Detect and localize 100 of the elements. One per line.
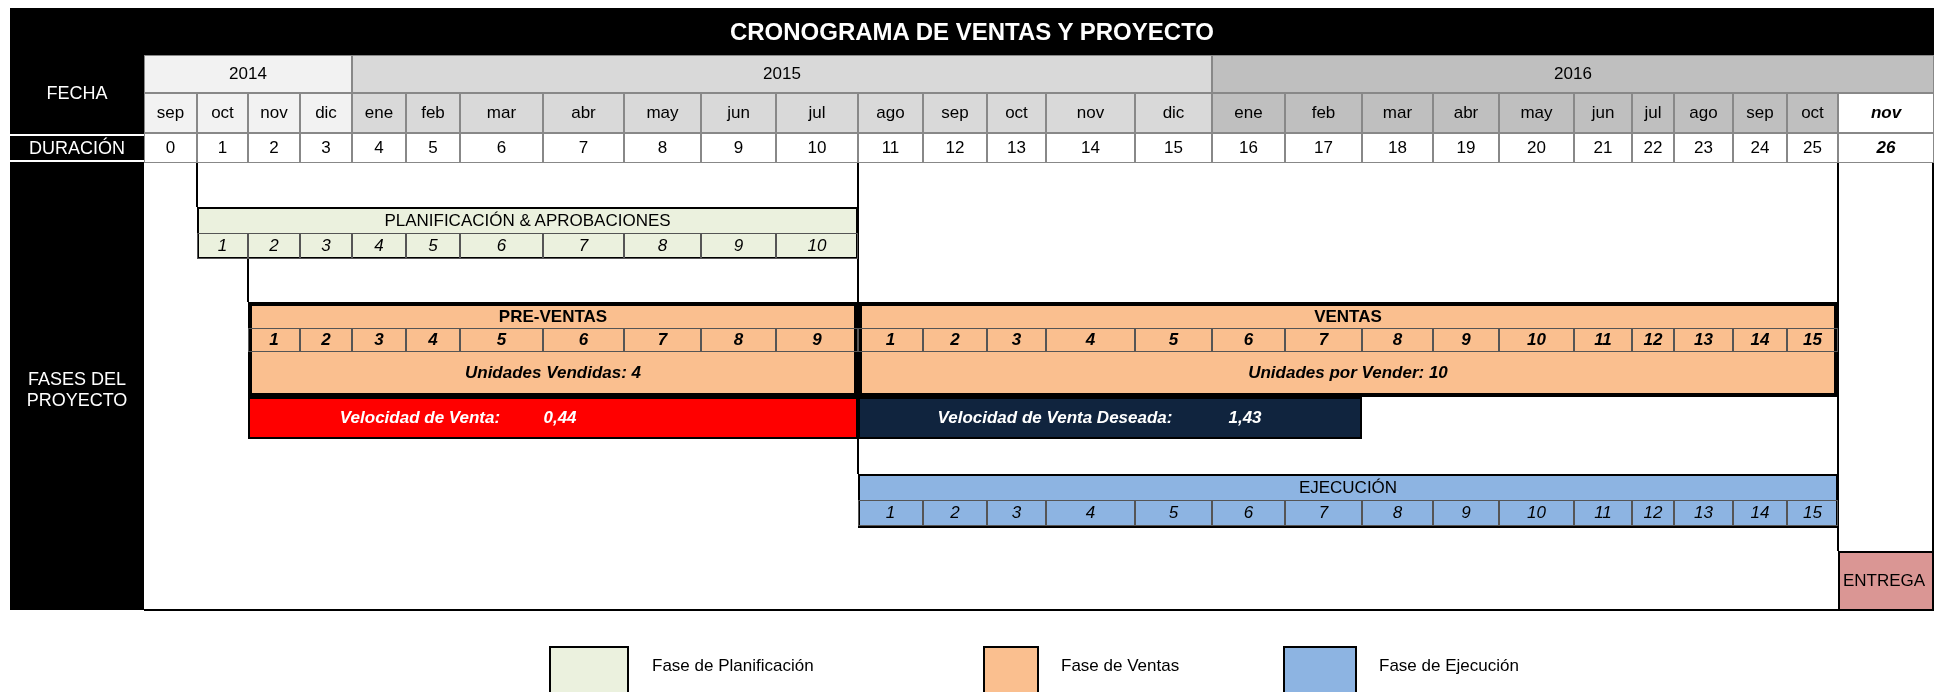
duration-number: 13 (987, 133, 1046, 163)
period-number: 2 (923, 328, 987, 352)
delivery-box (1838, 551, 1934, 611)
duration-number: 18 (1362, 133, 1433, 163)
month-label: mar (460, 93, 543, 133)
speed-value: 0,44 (542, 407, 578, 429)
period-number: 13 (1674, 328, 1733, 352)
year-header: 2015 (352, 55, 1212, 93)
period-number: 9 (776, 328, 858, 352)
period-number: 3 (300, 233, 352, 259)
period-number: 9 (1433, 328, 1499, 352)
period-number: 7 (1285, 500, 1362, 526)
duration-number: 1 (197, 133, 248, 163)
month-label: abr (1433, 93, 1499, 133)
period-number: 13 (1674, 500, 1733, 526)
month-label: jun (701, 93, 776, 133)
period-number: 7 (543, 233, 624, 259)
period-number: 3 (352, 328, 406, 352)
period-number: 8 (701, 328, 776, 352)
duration-number: 15 (1135, 133, 1212, 163)
duration-number: 21 (1574, 133, 1632, 163)
month-label: ago (858, 93, 923, 133)
period-number: 11 (1574, 500, 1632, 526)
phase-bar (858, 474, 1838, 528)
duration-number: 26 (1838, 133, 1934, 163)
month-label: ago (1674, 93, 1733, 133)
period-number: 1 (858, 500, 923, 526)
month-label: ene (1212, 93, 1285, 133)
month-label: oct (197, 93, 248, 133)
chart-title: CRONOGRAMA DE VENTAS Y PROYECTO (728, 17, 1216, 47)
month-label: mar (1362, 93, 1433, 133)
month-label: ene (352, 93, 406, 133)
period-number: 3 (987, 500, 1046, 526)
period-number: 4 (406, 328, 460, 352)
duration-number: 9 (701, 133, 776, 163)
period-number: 2 (248, 233, 300, 259)
phase-bar (858, 302, 1838, 397)
period-number: 5 (1135, 328, 1212, 352)
year-header: 2016 (1212, 55, 1934, 93)
month-label: oct (987, 93, 1046, 133)
month-label: jul (776, 93, 858, 133)
phase-title: PRE-VENTAS (497, 306, 609, 328)
period-number: 9 (1433, 500, 1499, 526)
duration-number: 2 (248, 133, 300, 163)
month-label: may (1499, 93, 1574, 133)
period-number: 2 (300, 328, 352, 352)
duration-number: 14 (1046, 133, 1135, 163)
period-number: 9 (701, 233, 776, 259)
period-number: 3 (987, 328, 1046, 352)
month-label: sep (144, 93, 197, 133)
phase-title: EJECUCIÓN (1297, 477, 1399, 499)
duration-number: 3 (300, 133, 352, 163)
month-label: dic (1135, 93, 1212, 133)
speed-label: Velocidad de Venta: (338, 407, 502, 429)
period-number: 8 (1362, 328, 1433, 352)
duration-number: 23 (1674, 133, 1733, 163)
duration-number: 4 (352, 133, 406, 163)
phase-title: VENTAS (1313, 306, 1383, 328)
duration-number: 5 (406, 133, 460, 163)
period-number: 6 (543, 328, 624, 352)
period-number: 5 (460, 328, 543, 352)
month-label: jun (1574, 93, 1632, 133)
row-header-cell: DURACIÓN (10, 134, 144, 162)
month-label: dic (300, 93, 352, 133)
legend-label: Fase de Ejecución (1379, 656, 1519, 676)
period-number: 15 (1787, 500, 1838, 526)
duration-number: 25 (1787, 133, 1838, 163)
period-number: 7 (1285, 328, 1362, 352)
period-number: 2 (923, 500, 987, 526)
period-number: 7 (624, 328, 701, 352)
period-number: 14 (1733, 500, 1787, 526)
year-header: 2014 (144, 55, 352, 93)
month-label: jul (1632, 93, 1674, 133)
period-number: 11 (1574, 328, 1632, 352)
duration-number: 7 (543, 133, 624, 163)
month-label: nov (248, 93, 300, 133)
month-label: nov (1046, 93, 1135, 133)
period-number: 1 (197, 233, 248, 259)
month-label: oct (1787, 93, 1838, 133)
legend-label: Fase de Planificación (652, 656, 814, 676)
period-number: 5 (406, 233, 460, 259)
period-number: 6 (460, 233, 543, 259)
period-number: 12 (1632, 328, 1674, 352)
sales-speed-bar (858, 397, 1362, 439)
duration-number: 11 (858, 133, 923, 163)
month-label: nov (1838, 93, 1934, 133)
period-number: 1 (248, 328, 300, 352)
month-label: feb (406, 93, 460, 133)
units-text: Unidades Vendidas: 4 (464, 362, 642, 384)
phase-bar (197, 207, 858, 259)
period-number: 8 (624, 233, 701, 259)
duration-number: 24 (1733, 133, 1787, 163)
period-number: 14 (1733, 328, 1787, 352)
period-number: 4 (1046, 500, 1135, 526)
units-text: Unidades por Vender: 10 (1247, 362, 1449, 384)
month-label: feb (1285, 93, 1362, 133)
speed-label: Velocidad de Venta Deseada: (936, 407, 1174, 429)
phase-title: PLANIFICACIÓN & APROBACIONES (383, 210, 672, 232)
sales-speed-bar (248, 397, 858, 439)
duration-number: 20 (1499, 133, 1574, 163)
